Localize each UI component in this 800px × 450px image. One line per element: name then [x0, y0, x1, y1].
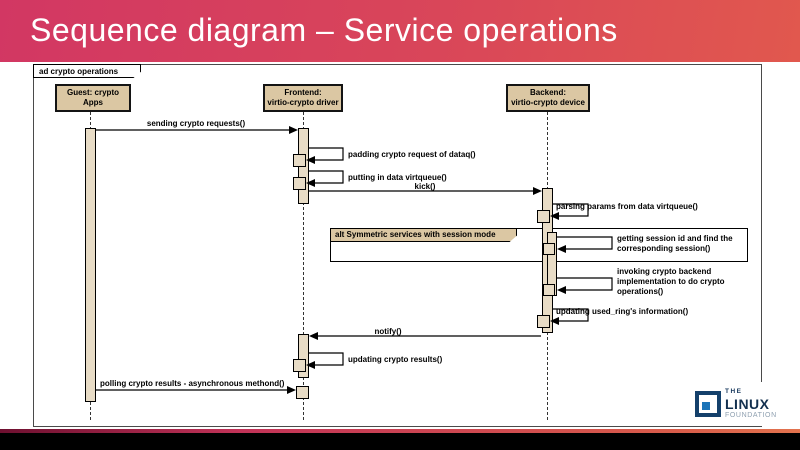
- slide-header: Sequence diagram – Service operations: [0, 0, 800, 62]
- message-label-invoking-backend: invoking crypto backend implementation t…: [617, 267, 725, 296]
- message-label-kick: kick(): [414, 182, 436, 191]
- lifeline-frontend: [303, 112, 304, 420]
- activation-square-parsing: [537, 210, 550, 223]
- message-label-putting: putting in data virtqueue(): [348, 173, 447, 182]
- actor-label: virtio-crypto device: [511, 98, 585, 107]
- alt-fragment: alt Symmetric services with session mode: [330, 228, 748, 262]
- page-title: Sequence diagram – Service operations: [30, 12, 618, 48]
- message-label-sending: sending crypto requests(): [146, 119, 246, 128]
- activation-bar-guest: [85, 128, 96, 402]
- message-label-padding: padding crypto request of dataq(): [348, 150, 476, 159]
- message-label-polling: polling crypto results - asynchronous me…: [100, 379, 285, 388]
- alt-fragment-label: alt Symmetric services with session mode: [331, 229, 517, 242]
- footer-black-bar: [0, 433, 800, 450]
- activation-square-getting: [543, 243, 555, 255]
- activation-square-invoking: [543, 284, 555, 296]
- activation-square-polling: [296, 386, 309, 399]
- message-label-getting-session: getting session id and find the correspo…: [617, 234, 733, 253]
- actor-label: Backend:: [529, 88, 566, 97]
- message-label-parsing: parsing params from data virtqueue(): [556, 202, 698, 211]
- message-label-updating-results: updating crypto results(): [348, 355, 443, 364]
- logo-the-text: THE: [725, 388, 743, 396]
- activation-square-padding: [293, 154, 306, 167]
- diagram-frame: [33, 64, 762, 427]
- actor-box-backend: Backend: virtio-crypto device: [506, 84, 590, 112]
- linux-foundation-logo: THE LINUX FOUNDATION: [695, 382, 779, 426]
- message-label-updating-ring: updating used_ring's information(): [556, 307, 689, 316]
- activation-bar-frontend-2: [298, 334, 309, 378]
- actor-box-frontend: Frontend: virtio-crypto driver: [263, 84, 343, 112]
- linux-foundation-wordmark: THE LINUX FOUNDATION: [725, 389, 777, 419]
- linux-foundation-icon: [695, 391, 721, 417]
- actor-box-guest: Guest: crypto Apps: [55, 84, 131, 112]
- actor-label: Guest: crypto Apps: [66, 88, 119, 107]
- activation-square-putting: [293, 177, 306, 190]
- logo-linux-text: LINUX: [725, 395, 770, 412]
- logo-foundation-text: FOUNDATION: [725, 411, 777, 419]
- footer-accent-line: [0, 429, 800, 433]
- message-label-notify: notify(): [374, 327, 402, 336]
- activation-square-updating-results: [293, 359, 306, 372]
- activation-square-updating-ring: [537, 315, 550, 328]
- actor-label: Frontend:: [284, 88, 322, 97]
- diagram-frame-label: ad crypto operations: [33, 64, 141, 78]
- actor-label: virtio-crypto driver: [267, 98, 339, 107]
